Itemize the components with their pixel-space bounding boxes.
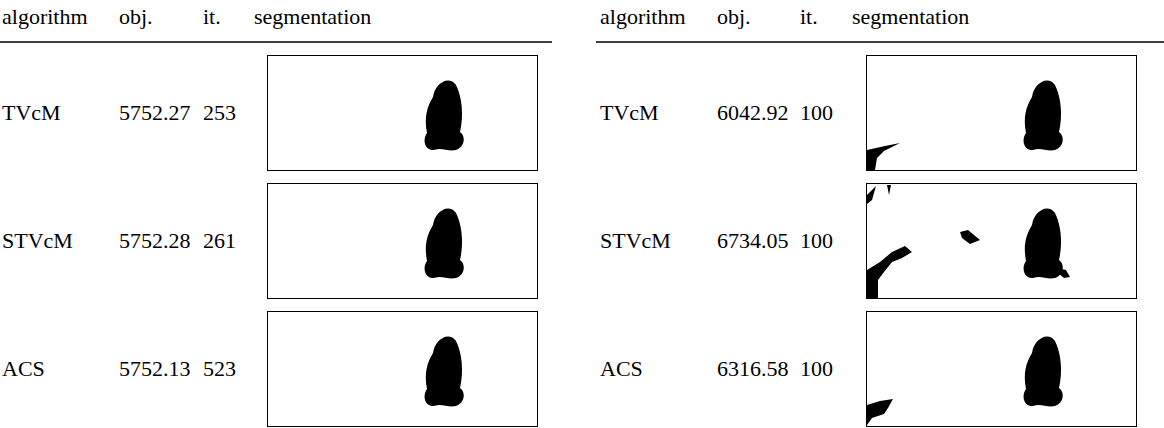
column-header: algorithm	[600, 6, 686, 28]
table-cell: ACS	[600, 358, 643, 380]
table-cell: 100	[800, 358, 833, 380]
table-cell: 5752.28	[119, 230, 191, 252]
table-cell: 5752.27	[119, 102, 191, 124]
table-cell: TVcM	[2, 102, 61, 124]
column-header: it.	[203, 6, 221, 28]
segmentation-frames	[268, 56, 1137, 427]
column-header: algorithm	[2, 6, 88, 28]
table-cell: STVcM	[2, 230, 73, 252]
table-cell: 6316.58	[717, 358, 789, 380]
table-rule	[0, 41, 552, 43]
table-cell: 100	[800, 102, 833, 124]
table-cell: 261	[203, 230, 236, 252]
table-cell: 6042.92	[717, 102, 789, 124]
column-header: obj.	[717, 6, 751, 28]
column-header: segmentation	[254, 6, 371, 28]
table-cell: 100	[800, 230, 833, 252]
table-cell: TVcM	[600, 102, 659, 124]
column-header: it.	[800, 6, 818, 28]
segmentation-mask	[425, 81, 1070, 425]
table-rule	[596, 41, 1164, 43]
table-cell: 5752.13	[119, 358, 191, 380]
table-cell: ACS	[2, 358, 45, 380]
column-header: segmentation	[852, 6, 969, 28]
table-cell: 523	[203, 358, 236, 380]
table-cell: 6734.05	[717, 230, 789, 252]
table-cell: 253	[203, 102, 236, 124]
table-cell: STVcM	[600, 230, 671, 252]
column-header: obj.	[119, 6, 153, 28]
